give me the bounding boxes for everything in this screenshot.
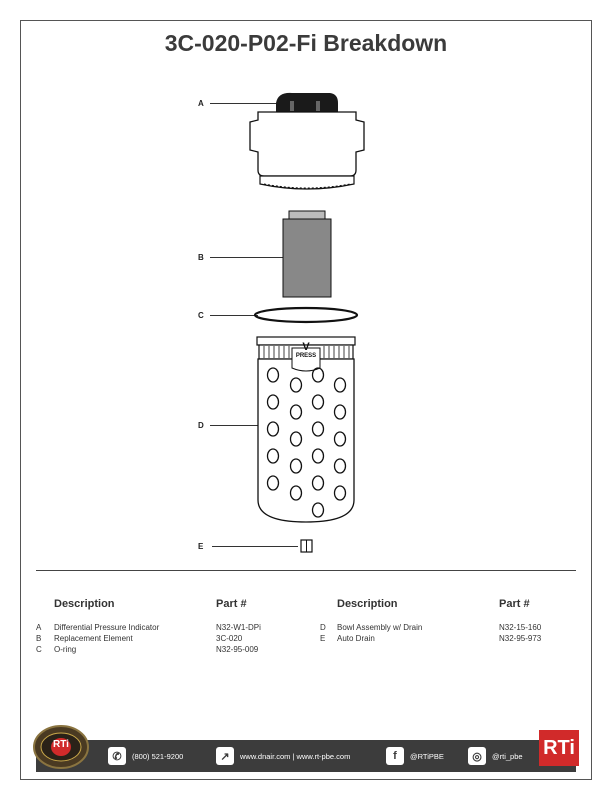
- callout-b: B: [198, 253, 204, 262]
- callout-d: D: [198, 421, 204, 430]
- section-divider: [36, 570, 576, 571]
- bowl-assembly-drawing: [256, 336, 356, 523]
- page-title: 3C-020-P02-Fi Breakdown: [164, 30, 448, 56]
- row-letter: E: [320, 634, 326, 643]
- footer-website[interactable]: ↗ www.dnair.com | www.rt-pbe.com: [216, 740, 350, 772]
- cursor-icon: ↗: [216, 747, 234, 765]
- left-description-header: Description: [54, 598, 115, 610]
- row-description: Replacement Element: [54, 634, 133, 643]
- leader-line-b: [210, 257, 283, 258]
- head-assembly-drawing: [249, 92, 365, 190]
- press-label: PRESS: [295, 353, 317, 359]
- row-part-number: N32-95-009: [216, 645, 259, 654]
- row-part-number: N32-15-160: [499, 623, 542, 632]
- callout-c: C: [198, 311, 204, 320]
- o-ring-drawing: [253, 306, 359, 324]
- footer-instagram[interactable]: ◎ @rti_pbe: [468, 740, 523, 772]
- leader-line-d: [210, 425, 265, 426]
- badge-text: RTi: [53, 739, 69, 750]
- footer-facebook[interactable]: f @RTiPBE: [386, 740, 444, 772]
- row-part-number: N32-W1-DPi: [216, 623, 261, 632]
- row-letter: D: [320, 623, 326, 632]
- leader-line-e: [212, 546, 298, 547]
- callout-e: E: [198, 542, 204, 551]
- row-description: Bowl Assembly w/ Drain: [337, 623, 423, 632]
- right-description-header: Description: [337, 598, 398, 610]
- exploded-parts-diagram: [249, 92, 365, 553]
- instagram-handle: @rti_pbe: [492, 751, 523, 761]
- row-part-number: N32-95-973: [499, 634, 542, 643]
- pressure-indicator-cap: [276, 92, 338, 112]
- bowl-holes: [266, 367, 347, 518]
- row-letter: A: [36, 623, 42, 632]
- facebook-handle: @RTiPBE: [410, 751, 444, 761]
- row-description: O-ring: [54, 645, 77, 654]
- replacement-element-drawing: [282, 210, 332, 298]
- row-part-number: 3C-020: [216, 634, 243, 643]
- footer-phone[interactable]: ✆ (800) 521-9200: [108, 740, 183, 772]
- leader-line-c: [210, 315, 258, 316]
- callout-a: A: [198, 99, 204, 108]
- rti-logo: RTi: [539, 730, 579, 766]
- left-part-header: Part #: [216, 598, 247, 610]
- footer-bar: ✆ (800) 521-9200 ↗ www.dnair.com | www.r…: [36, 740, 576, 772]
- page-border: [20, 20, 592, 780]
- facebook-icon: f: [386, 747, 404, 765]
- website-links: www.dnair.com | www.rt-pbe.com: [240, 751, 351, 761]
- leader-line-a: [210, 103, 280, 104]
- row-letter: B: [36, 634, 42, 643]
- auto-drain-drawing: [300, 539, 313, 553]
- rti-badge-logo: RTi: [32, 724, 90, 770]
- row-letter: C: [36, 645, 42, 654]
- row-description: Auto Drain: [337, 634, 375, 643]
- right-part-header: Part #: [499, 598, 530, 610]
- phone-number: (800) 521-9200: [132, 751, 184, 761]
- instagram-icon: ◎: [468, 747, 486, 765]
- press-arrow: V: [302, 341, 310, 353]
- row-description: Differential Pressure Indicator: [54, 623, 160, 632]
- phone-icon: ✆: [108, 747, 126, 765]
